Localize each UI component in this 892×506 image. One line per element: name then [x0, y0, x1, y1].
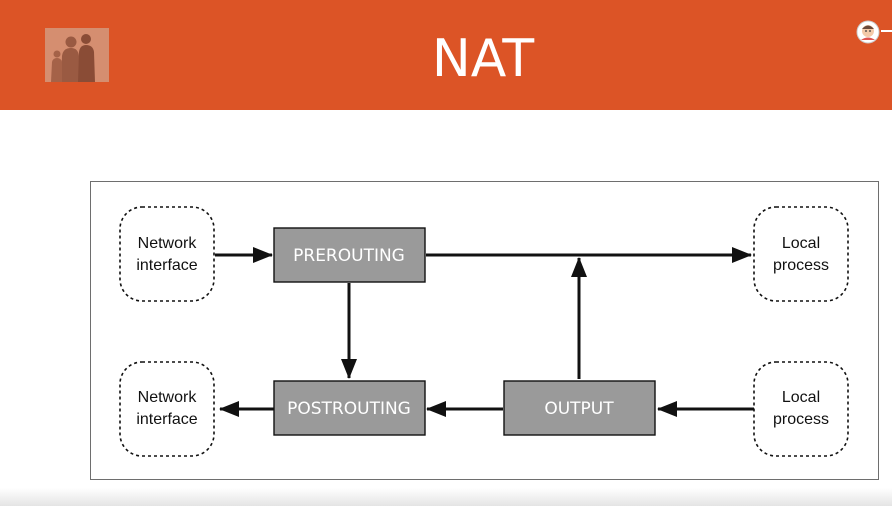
- people-silhouette-logo: [45, 28, 109, 82]
- node-label: POSTROUTING: [287, 399, 411, 419]
- node-label-line2: interface: [136, 257, 197, 274]
- node-output: OUTPUT: [503, 380, 656, 436]
- node-label-line2: interface: [136, 411, 197, 428]
- node-local-process-out: Local process: [753, 361, 849, 457]
- node-prerouting: PREROUTING: [273, 227, 426, 283]
- node-postrouting: POSTROUTING: [273, 380, 426, 436]
- avatar-menu-indicator: [881, 30, 892, 32]
- node-label: PREROUTING: [293, 246, 405, 266]
- node-label-line1: Network: [138, 235, 198, 252]
- bottom-shadow: [0, 488, 892, 506]
- nat-chain-diagram: Network interface PREROUTING Local proce…: [90, 181, 879, 480]
- node-network-interface-in: Network interface: [119, 206, 215, 302]
- node-label-line2: process: [773, 257, 829, 274]
- node-label-line1: Network: [138, 389, 198, 406]
- node-label-line1: Local: [782, 389, 820, 406]
- node-label-line1: Local: [782, 235, 820, 252]
- slide-header: NAT: [0, 0, 892, 110]
- node-label: OUTPUT: [544, 399, 614, 419]
- user-avatar-icon[interactable]: [856, 20, 880, 44]
- node-local-process-in: Local process: [753, 206, 849, 302]
- node-network-interface-out: Network interface: [119, 361, 215, 457]
- slide-title: NAT: [431, 29, 535, 89]
- node-label-line2: process: [773, 411, 829, 428]
